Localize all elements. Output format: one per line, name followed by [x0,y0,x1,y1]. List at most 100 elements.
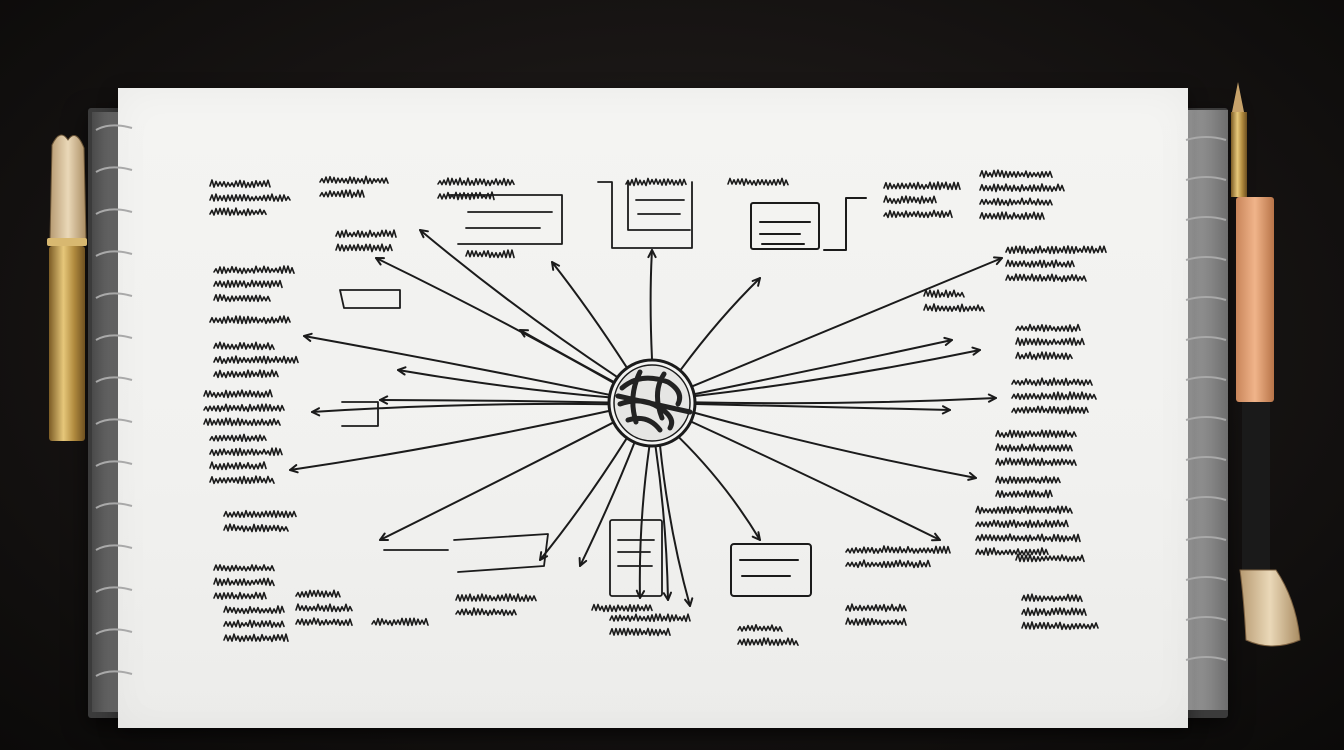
radial-line [380,423,613,540]
scribble-line [626,178,686,185]
scribble-line [1022,608,1086,615]
scribble-line [438,178,514,185]
scribble-line [1006,246,1106,253]
scribble-line [738,638,798,645]
scribble-line [224,511,296,518]
scribble-line [1022,594,1082,601]
scribble-line [976,548,1048,555]
scribble-line [214,578,274,585]
scribble-line [336,230,396,237]
scribble-line [214,593,266,600]
scribble-line [738,625,782,631]
scribble-line [1022,622,1098,629]
scribble-line [210,448,282,455]
scribble-line [320,190,364,197]
scribble-line [924,290,964,297]
box-top-right [751,198,866,250]
scribble-line [456,594,536,601]
scribble-line [1006,260,1074,267]
radial-line [695,340,952,394]
spiral-ring [96,671,132,676]
scribble-line [336,244,392,251]
radial-line [695,413,976,478]
scribble-line [996,477,1060,484]
spiral-ring [96,503,132,508]
scribble-line [210,434,266,441]
scribble-line [980,170,1052,177]
radial-line [552,262,627,367]
spiral-ring [96,209,132,214]
scribble-line [728,178,788,185]
box-bottom-center-right [731,544,811,596]
scribble-line [204,390,272,398]
scribble-line [1016,325,1080,332]
spiral-ring [1186,537,1226,540]
scribble-line [1006,274,1086,281]
scribble-line [846,560,930,567]
radial-line [520,330,614,382]
radial-line [696,404,950,410]
spiral-ring [1186,497,1226,500]
spiral-ring [96,629,132,634]
spiral-ring [1186,217,1226,220]
scribble-line [224,524,288,531]
radial-line [376,258,613,383]
scribble-line [214,266,294,274]
scribble-line [214,342,274,349]
box-bottom-center-left [610,520,662,596]
scribble-line [996,444,1072,451]
scribble-line [610,614,690,621]
scribble-line [996,430,1076,437]
radial-line [651,250,652,359]
scribble-line [592,605,652,612]
radial-line [540,439,626,560]
scribble-line [924,304,984,312]
scribble-line [224,634,288,641]
spiral-ring [96,335,132,340]
left-brush [47,135,87,441]
spiral-ring [96,293,132,298]
scribble-line [996,490,1052,497]
spiral-ring [1186,617,1226,620]
scribble-line [210,462,266,469]
scribble-line [224,606,284,613]
scribble-line [296,604,352,611]
spiral-ring [96,251,132,256]
scribble-line [466,250,514,257]
scribble-line [1016,554,1084,561]
scribble-line [456,608,516,615]
spiral-ring [1186,137,1226,140]
scribble-line [214,280,282,287]
scribble-line [1012,406,1088,413]
spiral-ring [96,587,132,592]
radial-line [580,443,634,566]
spiral-ring [96,377,132,382]
scribble-line [1012,378,1092,385]
spiral-ring [1186,377,1226,380]
box-top-center [598,182,692,248]
radial-line [695,350,980,396]
radial-line [681,278,760,370]
mind-map-diagram [204,170,1106,645]
spiral-ring [96,545,132,550]
scribble-line [204,418,280,425]
scribble-line [204,404,284,411]
scribble-line [214,370,278,377]
spiral-ring [1186,417,1226,420]
scribble-line [980,184,1064,192]
radial-line [290,411,609,470]
radial-line [312,404,608,412]
scribble-line [884,196,936,203]
spiral-ring [1186,297,1226,300]
scribble-line [976,534,1080,541]
radial-line [380,400,608,403]
scribble-line [1012,392,1096,400]
spiral-ring [1186,657,1226,660]
radial-line [679,438,760,540]
scribble-line [320,176,388,183]
box-top-center-left [448,195,562,244]
spiral-ring [1186,177,1226,180]
scribble-line [1016,338,1084,345]
scribble-line [296,618,352,625]
